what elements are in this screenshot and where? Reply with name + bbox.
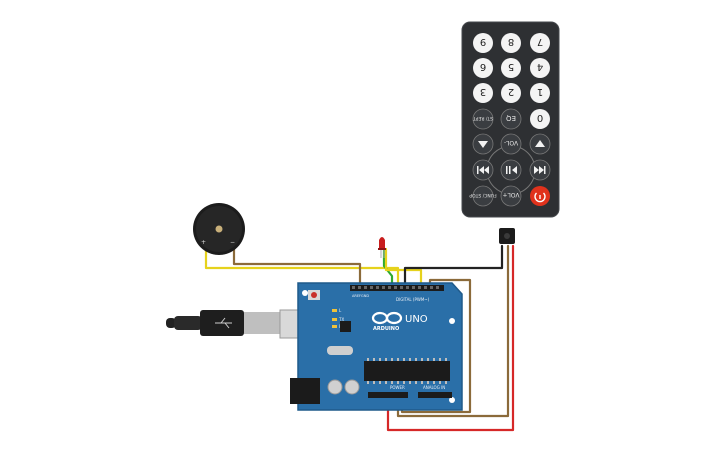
power-header <box>368 392 408 398</box>
remote-key-eq[interactable]: EQ <box>500 108 522 130</box>
remote-key-1[interactable]: 1 <box>530 83 550 103</box>
usb-cable <box>166 309 321 339</box>
crystal-oscillator <box>327 346 353 355</box>
chip-pins <box>367 358 447 384</box>
remote-key-func-stop[interactable]: FUNC/ STOP <box>469 185 497 207</box>
svg-text:2: 2 <box>508 86 514 97</box>
fast-forward-icon <box>534 166 546 174</box>
ir-remote[interactable]: 7 8 9 4 5 6 1 2 <box>461 21 560 218</box>
remote-key-9[interactable]: 9 <box>473 33 493 53</box>
svg-text:9: 9 <box>480 36 486 47</box>
aref-label: AREF <box>352 294 361 298</box>
triangle-up-icon <box>535 140 545 147</box>
svg-text:3: 3 <box>480 86 486 97</box>
remote-key-next[interactable] <box>529 159 551 181</box>
rewind-icon <box>477 166 489 174</box>
wire-brown-buzzer-gnd <box>232 242 362 292</box>
remote-key-vol-plus[interactable]: VOL+ <box>500 185 522 207</box>
remote-key-up[interactable] <box>529 133 551 155</box>
piezo-buzzer[interactable]: + − <box>193 203 245 255</box>
tx-label: TX <box>338 317 344 322</box>
remote-key-4[interactable]: 4 <box>530 58 550 78</box>
arduino-wordmark: ARDUINO <box>373 326 399 332</box>
remote-key-2[interactable]: 2 <box>501 83 521 103</box>
capacitor <box>344 379 360 395</box>
uno-brand: UNO <box>405 314 428 325</box>
svg-text:8: 8 <box>508 36 514 47</box>
usb-chip <box>340 321 351 332</box>
svg-text:1: 1 <box>537 86 543 97</box>
analog-header <box>418 392 452 398</box>
red-led[interactable] <box>378 237 386 258</box>
remote-key-7[interactable]: 7 <box>530 33 550 53</box>
ir-receiver[interactable] <box>499 228 515 244</box>
wire-red-ir-vcc <box>386 244 515 432</box>
arduino-infinity-logo <box>371 311 403 325</box>
remote-key-vol-minus[interactable]: VOL- <box>500 133 522 155</box>
buzzer-plus-label: + <box>201 239 206 246</box>
gnd-label: GND <box>361 294 369 298</box>
wire-black-ir-signal <box>403 244 504 292</box>
svg-text:ST/ REPT: ST/ REPT <box>473 115 493 121</box>
analog-header-label: ANALOG IN <box>423 385 445 390</box>
svg-text:VOL+: VOL+ <box>502 191 519 198</box>
buzzer-center <box>215 225 223 233</box>
remote-key-5[interactable]: 5 <box>501 58 521 78</box>
play-pause-icon <box>506 166 517 174</box>
remote-key-play-pause[interactable] <box>500 159 522 181</box>
remote-key-prev[interactable] <box>472 159 494 181</box>
atmega-chip <box>364 361 450 381</box>
buzzer-minus-label: − <box>230 239 235 246</box>
digital-header-label: DIGITAL (PWM~) <box>396 297 430 302</box>
l-label: L <box>339 308 342 313</box>
led-l-indicator <box>332 309 337 312</box>
power-icon <box>534 192 546 203</box>
svg-text:VOL-: VOL- <box>504 139 518 146</box>
led-rx-indicator <box>332 325 337 328</box>
triangle-down-icon <box>478 141 488 148</box>
remote-key-6[interactable]: 6 <box>473 58 493 78</box>
wire-yellow-led <box>384 247 423 292</box>
remote-key-down[interactable] <box>472 133 494 155</box>
mounting-hole <box>449 397 455 403</box>
mounting-hole <box>302 290 308 296</box>
wire-yellow-buzzer <box>204 242 400 292</box>
remote-key-0[interactable]: 0 <box>530 109 550 129</box>
reset-button-cap[interactable] <box>311 292 317 298</box>
remote-key-st-rept[interactable]: ST/ REPT <box>472 108 494 130</box>
remote-key-8[interactable]: 8 <box>501 33 521 53</box>
digital-pins <box>352 286 439 289</box>
power-header-label: POWER <box>390 385 405 390</box>
svg-text:5: 5 <box>508 61 514 72</box>
remote-key-power[interactable] <box>530 186 550 206</box>
led-tx-indicator <box>332 318 337 321</box>
mounting-hole <box>449 318 455 324</box>
arduino-uno-board[interactable]: AREF GND DIGITAL (PWM~) L TX RX ARDUINO … <box>290 282 463 411</box>
capacitor <box>327 379 343 395</box>
svg-text:EQ: EQ <box>506 114 516 122</box>
usb-symbol-icon <box>215 317 232 329</box>
svg-text:0: 0 <box>537 112 543 123</box>
svg-text:7: 7 <box>537 36 543 47</box>
remote-key-3[interactable]: 3 <box>473 83 493 103</box>
svg-text:6: 6 <box>480 61 486 72</box>
svg-text:FUNC/ STOP: FUNC/ STOP <box>469 192 496 198</box>
svg-text:4: 4 <box>537 61 543 72</box>
power-jack[interactable] <box>290 378 320 404</box>
